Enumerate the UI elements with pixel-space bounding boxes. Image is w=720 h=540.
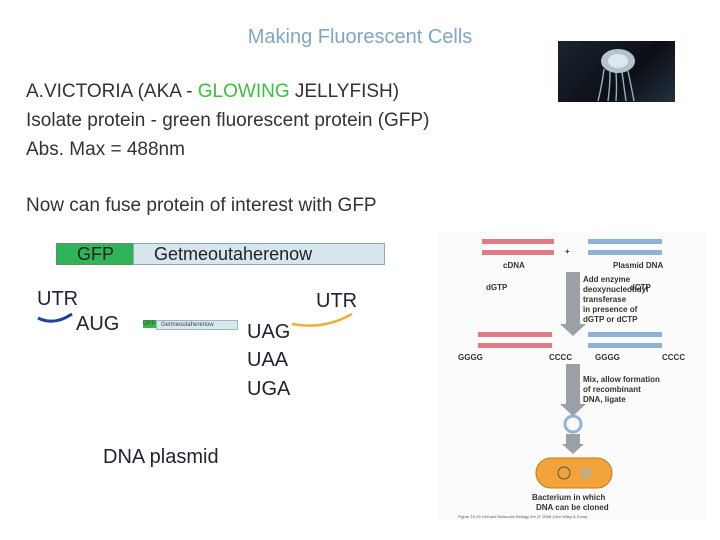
jellyfish-line-pre: A.VICTORIA (AKA -	[26, 81, 198, 102]
utr-right-curve	[291, 312, 353, 327]
jellyfish-illustration	[597, 49, 635, 102]
dctp-label: dCTP	[630, 283, 652, 292]
jellyfish-photo	[558, 41, 675, 102]
svg-text:Mix, allow formation: Mix, allow formation	[583, 375, 660, 384]
svg-text:deoxynucleotidyl: deoxynucleotidyl	[583, 285, 648, 294]
gggg-left-label: GGGG	[458, 353, 483, 362]
enzyme-arrow-head	[560, 324, 586, 336]
plus-sign: +	[565, 247, 570, 256]
gfp-box-label: GFP	[76, 244, 114, 264]
isolate-protein-line: Isolate protein - green fluorescent prot…	[26, 110, 430, 131]
dgtp-label: dGTP	[486, 283, 508, 292]
fuse-protein-line: Now can fuse protein of interest with GF…	[26, 195, 377, 216]
final-arrow-shaft	[566, 434, 580, 444]
tailed-strands	[478, 332, 662, 348]
jellyfish-line-post: JELLYFISH)	[289, 81, 400, 102]
mix-arrow-head	[560, 404, 586, 416]
construct-lines	[37, 312, 353, 327]
protein-box: Getmeoutaherenow	[133, 243, 385, 265]
utr-right-label: UTR	[316, 290, 358, 312]
protein-box-label: Getmeoutaherenow	[154, 244, 313, 264]
figure-caption: Figure 19-26 Cell and Molecular Biology …	[458, 514, 588, 519]
recombinant-plasmid-ring	[563, 414, 583, 434]
svg-text:in presence of: in presence of	[583, 305, 638, 314]
svg-text:of recombinant: of recombinant	[583, 385, 641, 394]
mix-arrow-shaft	[566, 364, 580, 404]
bacterium-label-1: Bacterium in which	[532, 493, 605, 502]
cccc-right-label: CCCC	[662, 353, 685, 362]
utr-left-label: UTR	[37, 288, 79, 310]
dna-plasmid-label: DNA plasmid	[103, 446, 219, 468]
bacterium-cell	[535, 457, 613, 489]
mini-protein-label: Getmeoutaherenow	[161, 322, 214, 328]
plasmid-dna-label: Plasmid DNA	[613, 261, 663, 270]
mini-gfp-label: GFP	[143, 321, 156, 327]
mini-gfp-block: GFP	[143, 320, 156, 328]
cdna-label: cDNA	[503, 261, 525, 270]
glowing-highlight: GLOWING	[197, 81, 290, 102]
mix-step-text: Mix, allow formation of recombinant DNA,…	[583, 375, 660, 404]
abs-max-line: Abs. Max = 488nm	[26, 139, 185, 160]
top-strands	[482, 239, 662, 255]
bacterium-plasmid	[581, 468, 591, 478]
enzyme-arrow-shaft	[566, 272, 580, 324]
jellyfish-line: A.VICTORIA (AKA - GLOWING JELLYFISH)	[26, 81, 399, 103]
bacterium-dna	[557, 466, 571, 480]
stop-codon-uag: UAG	[247, 321, 291, 343]
utr-left-curve	[37, 312, 73, 323]
mini-protein-block: Getmeoutaherenow	[156, 320, 238, 330]
aug-label: AUG	[76, 313, 120, 335]
bacterium-label-2: DNA can be cloned	[536, 503, 609, 512]
gfp-box: GFP	[56, 243, 135, 265]
stop-codon-uga: UGA	[247, 378, 291, 400]
gggg-right-label: GGGG	[595, 353, 620, 362]
recombinant-dna-figure: + cDNA Plasmid DNA dGTP dCTP Add enzyme …	[438, 232, 706, 520]
final-arrow-head	[562, 444, 584, 454]
svg-text:transferase: transferase	[583, 295, 627, 304]
svg-text:DNA, ligate: DNA, ligate	[583, 395, 626, 404]
enzyme-step-text: Add enzyme deoxynucleotidyl transferase …	[583, 275, 648, 324]
svg-text:Add enzyme: Add enzyme	[583, 275, 631, 284]
cccc-left-label: CCCC	[549, 353, 572, 362]
slide-title: Making Fluorescent Cells	[247, 26, 473, 48]
stop-codon-uaa: UAA	[247, 349, 289, 371]
svg-text:dGTP or dCTP: dGTP or dCTP	[583, 315, 638, 324]
